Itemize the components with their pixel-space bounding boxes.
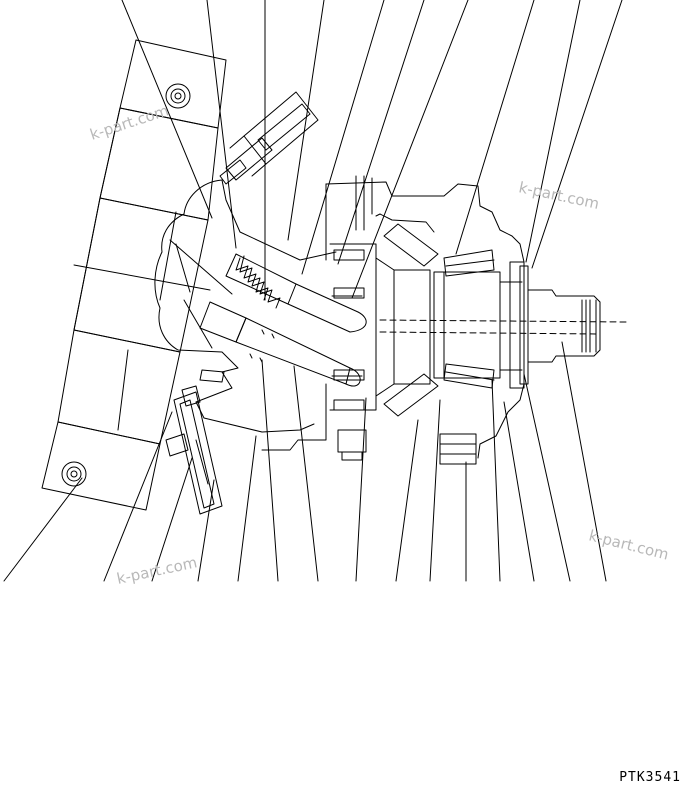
watermark-3: k-part.com: [115, 553, 199, 588]
drive-shaft: [379, 261, 627, 389]
leader-lines-bottom: [3, 341, 607, 582]
leader-lines-top: [73, 0, 623, 301]
bolt-head-bottom: [61, 461, 87, 487]
lower-plug-valve: [165, 385, 223, 515]
drawing-reference-code: PTK3541: [619, 770, 681, 785]
watermark-2: k-part.com: [517, 178, 601, 213]
watermark-1: k-part.com: [88, 101, 171, 143]
watermark-4: k-part.com: [587, 526, 671, 563]
bearing-lower: [383, 363, 495, 417]
upper-plug-valve: [219, 91, 319, 185]
bearing-upper: [383, 223, 495, 277]
cylinder-block: [329, 243, 431, 411]
bolt-head-top: [165, 83, 191, 109]
main-casing: [261, 175, 525, 465]
swash-housing: [154, 179, 337, 433]
spring-piston: [225, 253, 367, 333]
tilted-flange-housing: [41, 39, 227, 511]
watermarks: k-part.com k-part.com k-part.com k-part.…: [88, 101, 671, 587]
